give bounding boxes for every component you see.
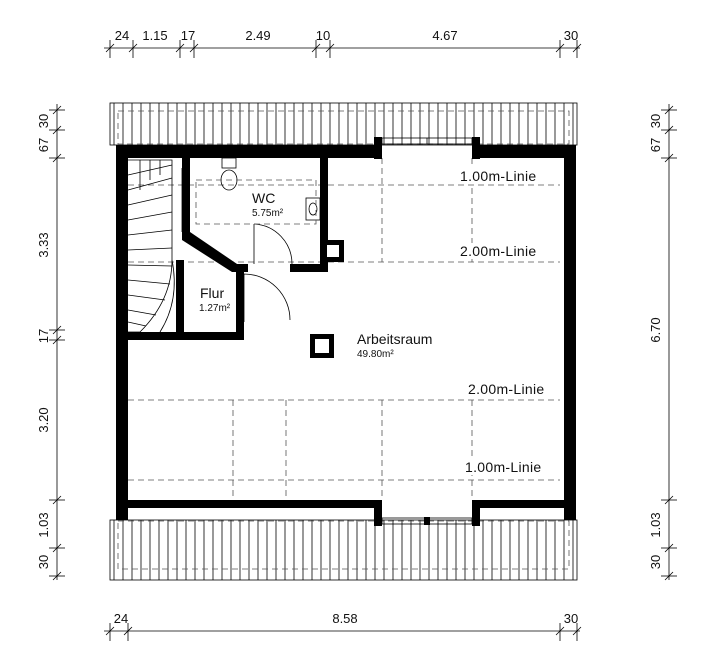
- dim-top-3: 17: [181, 28, 195, 43]
- dim-top-7: 30: [564, 28, 578, 43]
- room-area-arbeitsraum: 49.80m²: [357, 349, 394, 360]
- roof-overhang-bottom: [109, 519, 578, 581]
- dim-left-6: 1.03: [36, 512, 51, 537]
- room-flur: Flur 1.27m²: [199, 285, 231, 314]
- staircase: [127, 159, 183, 333]
- dim-left-5: 3.20: [36, 407, 51, 432]
- label-bottom-1m: 1.00m-Linie: [465, 459, 541, 475]
- dim-bottom-1: 24: [114, 611, 128, 626]
- dim-left-3: 3.33: [36, 232, 51, 257]
- dim-top-5: 10: [316, 28, 330, 43]
- room-wc: WC 5.75m²: [252, 190, 284, 219]
- dimension-chain-right: 30 67 6.70 1.03 30: [648, 104, 677, 581]
- dim-right-3: 6.70: [648, 317, 663, 342]
- dim-top-4: 2.49: [245, 28, 270, 43]
- dimension-chain-left: 30 67 3.33 17 3.20 1.03 30: [36, 104, 65, 581]
- height-line-labels: 1.00m-Linie 2.00m-Linie 2.00m-Linie 1.00…: [458, 168, 562, 475]
- dim-top-6: 4.67: [432, 28, 457, 43]
- dim-top-2: 1.15: [142, 28, 167, 43]
- dim-right-5: 30: [648, 555, 663, 569]
- dim-left-7: 30: [36, 555, 51, 569]
- dim-left-4: 17: [36, 329, 51, 343]
- label-top-1m: 1.00m-Linie: [460, 168, 536, 184]
- dim-right-1: 30: [648, 114, 663, 128]
- dim-left-2: 67: [36, 138, 51, 152]
- walls: [116, 137, 576, 526]
- room-arbeitsraum: Arbeitsraum 49.80m²: [357, 331, 432, 360]
- dim-bottom-3: 30: [564, 611, 578, 626]
- roof-overhang-top: [109, 102, 578, 146]
- washbasin-icon: [305, 197, 321, 221]
- room-name-arbeitsraum: Arbeitsraum: [357, 331, 432, 347]
- dim-left-1: 30: [36, 114, 51, 128]
- dim-right-4: 1.03: [648, 512, 663, 537]
- dim-top-1: 24: [115, 28, 129, 43]
- label-top-2m: 2.00m-Linie: [460, 243, 536, 259]
- label-bottom-2m: 2.00m-Linie: [468, 381, 544, 397]
- height-lines: [128, 158, 560, 500]
- dimension-chain-top: 24 1.15 17 2.49 10 4.67 30: [104, 28, 582, 58]
- dim-right-2: 67: [648, 138, 663, 152]
- room-area-wc: 5.75m²: [252, 208, 284, 219]
- doors: [195, 179, 317, 322]
- dimension-chain-bottom: 24 8.58 30: [104, 611, 582, 641]
- dormer-windows: [381, 137, 473, 525]
- dim-bottom-2: 8.58: [332, 611, 357, 626]
- room-name-wc: WC: [252, 190, 275, 206]
- room-area-flur: 1.27m²: [199, 303, 231, 314]
- room-name-flur: Flur: [200, 285, 224, 301]
